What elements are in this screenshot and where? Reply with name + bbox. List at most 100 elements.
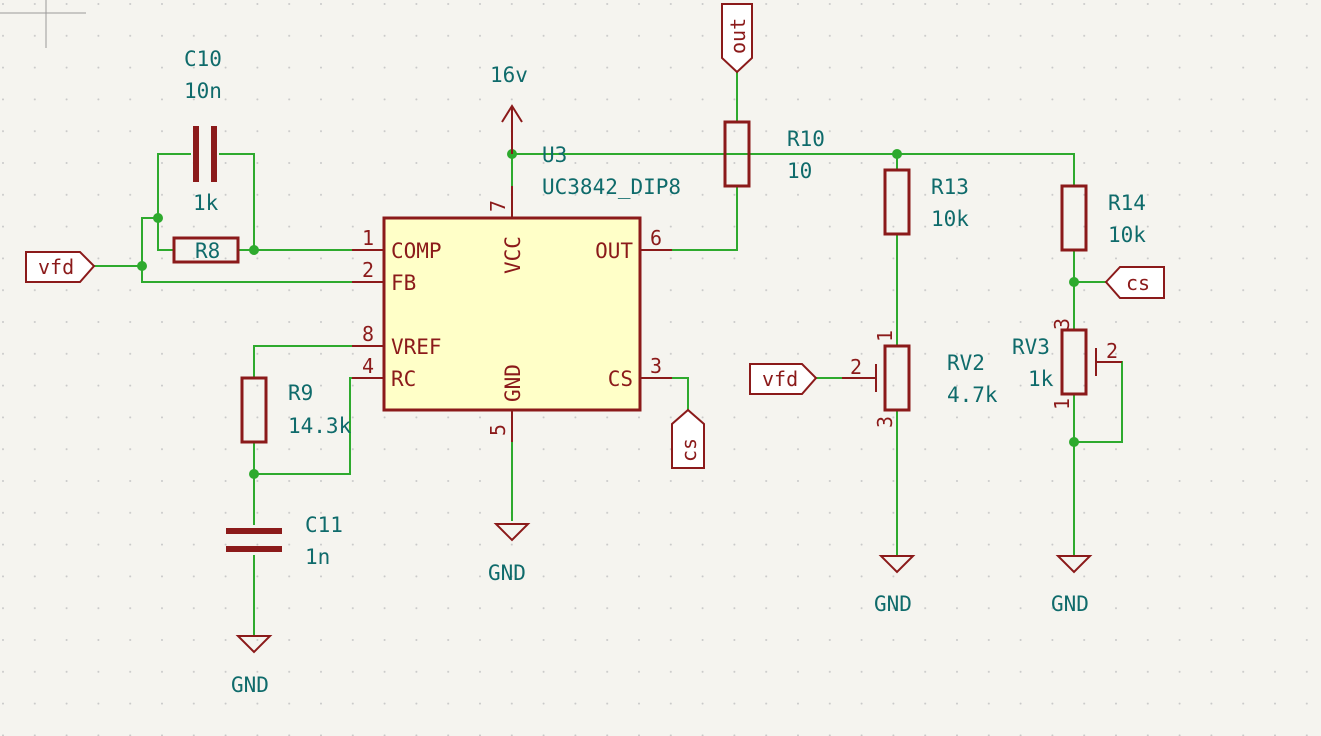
wire-rv3-wiper[interactable] [1073, 361, 1123, 443]
pin-number-1: 1 [362, 226, 374, 250]
rv3-pin-3: 3 [1050, 318, 1074, 330]
wire-vfd-node[interactable] [141, 217, 159, 267]
resistor-body [172, 236, 240, 264]
r9-reference: R9 [288, 381, 313, 405]
label-flag [749, 363, 818, 395]
pin-name-vcc: VCC [501, 236, 525, 274]
r10-value: 10 [787, 159, 812, 183]
potentiometer-body [1060, 328, 1088, 396]
resistor-body [883, 168, 911, 236]
cs-label-text: cs [677, 438, 701, 462]
label-flag [1104, 266, 1165, 299]
rv2-pin-2: 2 [850, 355, 862, 379]
c11-reference: C11 [305, 513, 343, 537]
vfd-label-text: vfd [38, 255, 74, 279]
pin-name-vref: VREF [391, 335, 442, 359]
ic-value: UC3842_DIP8 [542, 175, 681, 199]
pin-number-2: 2 [362, 258, 374, 282]
resistor-r10[interactable]: R10 10 [723, 120, 825, 188]
wire-c10-left[interactable] [157, 153, 191, 251]
c10-value: 10n [184, 79, 222, 103]
gnd-label: GND [488, 561, 526, 585]
label-flag [25, 251, 96, 283]
ground-icon [235, 635, 273, 654]
junction-dot [137, 261, 147, 271]
ground-icon [878, 555, 916, 574]
resistor-r8[interactable]: R8 1k [172, 191, 240, 264]
resistor-r14[interactable]: R14 10k [1060, 184, 1146, 252]
rv2-pin-3: 3 [873, 416, 897, 428]
wire-vref[interactable] [253, 345, 385, 379]
net-label-vfd-rv2[interactable]: vfd [749, 363, 818, 395]
capacitor-c11[interactable]: C11 1n [226, 513, 343, 569]
power-16v-label: 16v [490, 63, 528, 87]
junction-dot [1069, 437, 1079, 447]
r14-reference: R14 [1108, 191, 1146, 215]
net-label-out[interactable]: out [721, 3, 753, 74]
r9-value: 14.3k [288, 414, 352, 438]
pin-name-fb: FB [391, 271, 416, 295]
r13-reference: R13 [931, 175, 969, 199]
r10-reference: R10 [787, 127, 825, 151]
gnd-label: GND [874, 592, 912, 616]
pin-name-gnd: GND [501, 364, 525, 402]
junction-dot [892, 149, 902, 159]
ground-icon [1055, 555, 1093, 574]
pin-number-4: 4 [362, 354, 374, 378]
wire-out-pin[interactable] [639, 185, 738, 251]
pin-name-cs: CS [608, 367, 633, 391]
junction-dot [1069, 277, 1079, 287]
ground-icon [493, 523, 531, 542]
rv2-value: 4.7k [947, 383, 998, 407]
net-label-cs-ic[interactable]: cs [671, 408, 705, 469]
ic-u3[interactable]: U3 UC3842_DIP8 COMP FB VREF RC OUT CS VC… [352, 143, 681, 442]
pin-number-3: 3 [650, 354, 662, 378]
vfd-label-text: vfd [762, 367, 798, 391]
wire-vfd-fb[interactable] [93, 265, 385, 283]
junction-dot [153, 213, 163, 223]
r8-reference: R8 [195, 239, 220, 263]
resistor-body [240, 376, 268, 444]
gnd-ic[interactable]: GND [488, 523, 531, 585]
pin-number-8: 8 [362, 322, 374, 346]
c10-reference: C10 [184, 47, 222, 71]
rv3-pin-1: 1 [1050, 398, 1074, 410]
gnd-label: GND [1051, 592, 1089, 616]
pin-number-7: 7 [486, 200, 510, 212]
wire-c10-right[interactable] [219, 153, 255, 251]
label-flag [721, 3, 753, 74]
ic-reference: U3 [542, 143, 567, 167]
potentiometer-body [883, 344, 911, 412]
r13-value: 10k [931, 207, 969, 231]
resistor-r13[interactable]: R13 10k [883, 168, 969, 236]
gnd-rv2[interactable]: GND [874, 555, 916, 616]
out-label-text: out [726, 18, 750, 54]
r14-value: 10k [1108, 223, 1146, 247]
gnd-rv3[interactable]: GND [1051, 555, 1093, 616]
c11-value: 1n [305, 545, 330, 569]
potentiometer-rv2[interactable]: 1 2 3 RV2 4.7k [842, 330, 998, 428]
wire-top-rail[interactable] [511, 153, 1075, 187]
rv3-reference: RV3 [1012, 335, 1050, 359]
ic-body[interactable] [382, 216, 642, 412]
resistor-body [723, 120, 751, 188]
potentiometer-rv3[interactable]: 3 2 1 RV3 1k [1012, 318, 1122, 410]
cs-label-text: cs [1126, 271, 1150, 295]
capacitor-c10[interactable]: C10 10n [184, 47, 222, 182]
gnd-c11[interactable]: GND [231, 635, 273, 697]
junctions [137, 149, 1079, 479]
r8-value: 1k [193, 191, 219, 215]
pin-number-6: 6 [650, 226, 662, 250]
junction-dot [249, 469, 259, 479]
pin-number-5: 5 [486, 424, 510, 436]
junction-dot [249, 245, 259, 255]
resistor-r9[interactable]: R9 14.3k [240, 376, 352, 444]
power-16v[interactable]: 16v [490, 63, 528, 154]
rv2-pin-1: 1 [873, 330, 897, 342]
net-label-cs-r14[interactable]: cs [1104, 266, 1165, 299]
pin-name-rc: RC [391, 367, 416, 391]
net-label-vfd-left[interactable]: vfd [25, 251, 96, 283]
resistor-body [1060, 184, 1088, 252]
